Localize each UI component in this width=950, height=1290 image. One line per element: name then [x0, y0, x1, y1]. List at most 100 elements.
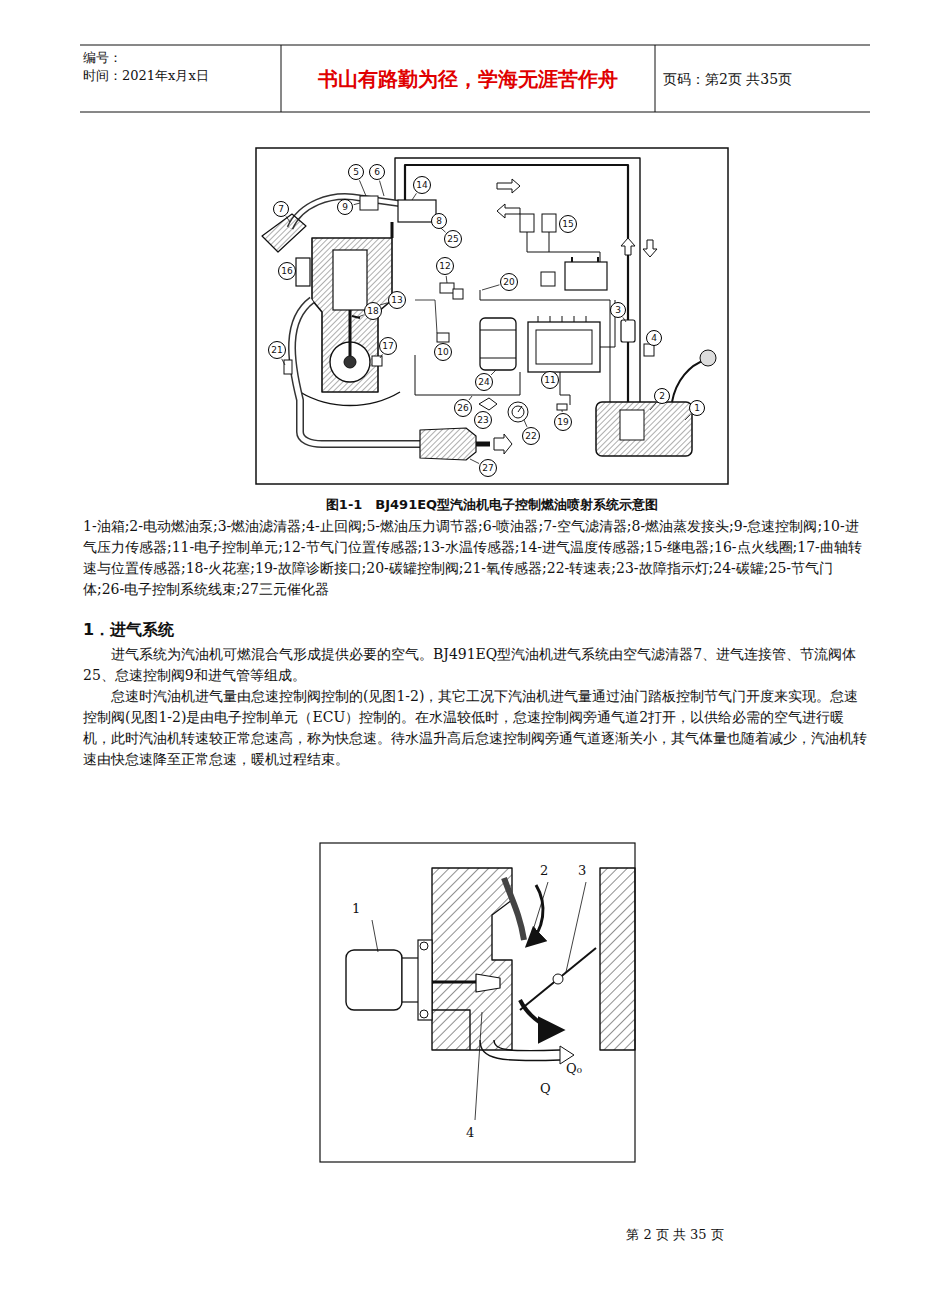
page-text: 进气系统为汽油机可燃混合气形成提供必要的空气。BJ491EQ型汽油机进气系统由空… [83, 644, 869, 686]
callout-circle: 2 [654, 388, 670, 404]
illustration-part [354, 203, 360, 205]
illustration-part [566, 882, 586, 972]
illustration-part [380, 303, 387, 305]
callout-label: 2 [540, 862, 560, 879]
callout-number: 25 [447, 235, 458, 244]
illustration-part [562, 410, 563, 412]
illustration-part [356, 315, 364, 318]
illustration-part [508, 402, 528, 422]
illustration-part [542, 214, 556, 232]
callout-circle: 24 [475, 373, 493, 391]
illustration-part [80, 112, 870, 113]
illustration-part [415, 300, 437, 333]
illustration-part [360, 196, 378, 210]
illustration-part [300, 392, 400, 406]
illustration-part [446, 276, 448, 283]
callout-number: 15 [562, 220, 573, 229]
illustration-part [420, 942, 428, 950]
illustration-part [524, 420, 527, 427]
callout-number: 26 [457, 404, 468, 413]
callout-circle: 10 [434, 343, 452, 361]
callout-circle: 7 [273, 201, 289, 217]
callout-circle: 11 [541, 371, 559, 389]
illustration-part [420, 428, 476, 460]
callout-number: 23 [477, 416, 488, 425]
callout-circle: 19 [554, 413, 572, 431]
illustration-part [476, 974, 500, 992]
illustration-part [262, 214, 306, 252]
illustration-part [518, 406, 522, 412]
callout-number: 6 [374, 168, 380, 177]
callout-label: Q₀ [566, 1060, 596, 1077]
illustration-part [528, 885, 543, 945]
callout-number: 20 [503, 278, 514, 287]
illustration-part [527, 232, 528, 252]
illustration-part [469, 396, 472, 400]
illustration-part [504, 878, 524, 940]
callout-circle: 18 [364, 302, 382, 320]
illustration-part [320, 843, 635, 1162]
callout-label: 1 [352, 900, 372, 917]
callout-number: 1 [694, 404, 700, 413]
callout-circle: 25 [444, 230, 462, 248]
illustration-part [412, 193, 416, 200]
callout-circle: 16 [278, 262, 296, 280]
illustration-part [597, 257, 599, 262]
illustration-part [480, 1040, 560, 1061]
illustration-part [281, 45, 282, 112]
illustration-part [480, 290, 610, 402]
callout-number: 14 [416, 181, 427, 190]
callout-circle: 8 [431, 213, 447, 229]
callout-circle: 3 [610, 302, 626, 318]
illustration-part [292, 300, 420, 444]
illustration-part [344, 356, 356, 368]
illustration-part [497, 204, 520, 218]
illustration-part [333, 250, 367, 310]
callout-label: 3 [578, 862, 598, 879]
illustration-part [391, 222, 394, 238]
illustration-part [480, 318, 516, 370]
illustration-part [527, 252, 600, 262]
illustration-part [520, 948, 596, 1010]
illustration-part [672, 360, 705, 402]
callout-circle: 17 [379, 337, 397, 355]
illustration-part [312, 238, 392, 392]
illustration-part [346, 950, 402, 1010]
illustration-part [80, 45, 870, 46]
illustration-part [282, 359, 285, 365]
illustration-part [650, 403, 656, 410]
illustration-part [685, 414, 691, 420]
callout-number: 17 [382, 342, 393, 351]
illustration-part [571, 257, 573, 262]
callout-circle: 27 [479, 459, 497, 477]
illustration-part [643, 240, 657, 257]
callout-number: 24 [478, 378, 489, 387]
illustration-part [600, 868, 635, 1050]
illustration-part [700, 350, 716, 366]
page-text: 怠速时汽油机进气量由怠速控制阀控制的(见图1-2)，其它工况下汽油机进气量通过油… [83, 686, 869, 770]
illustration-part [476, 442, 490, 447]
illustration-part [560, 372, 570, 405]
callout-number: 12 [439, 262, 450, 271]
illustration-part [480, 330, 516, 331]
illustration-part [349, 310, 352, 356]
illustration-part [512, 406, 524, 418]
illustration-part [491, 370, 496, 375]
illustration-part [494, 434, 512, 454]
callout-circle: 5 [348, 164, 364, 180]
callout-circle: 20 [500, 273, 518, 291]
callout-circle: 1 [689, 400, 705, 416]
illustration-part [256, 148, 728, 484]
illustration-part [470, 372, 520, 395]
callout-number: 22 [525, 432, 536, 441]
illustration-part [359, 180, 366, 196]
illustration-part [475, 1012, 482, 1120]
illustration-part [432, 868, 512, 1050]
illustration-part [553, 974, 563, 984]
illustration-part [562, 316, 563, 322]
callout-circle: 12 [436, 257, 454, 275]
illustration-part [528, 322, 600, 372]
illustration-part [395, 158, 640, 402]
illustration-part [494, 1040, 560, 1051]
